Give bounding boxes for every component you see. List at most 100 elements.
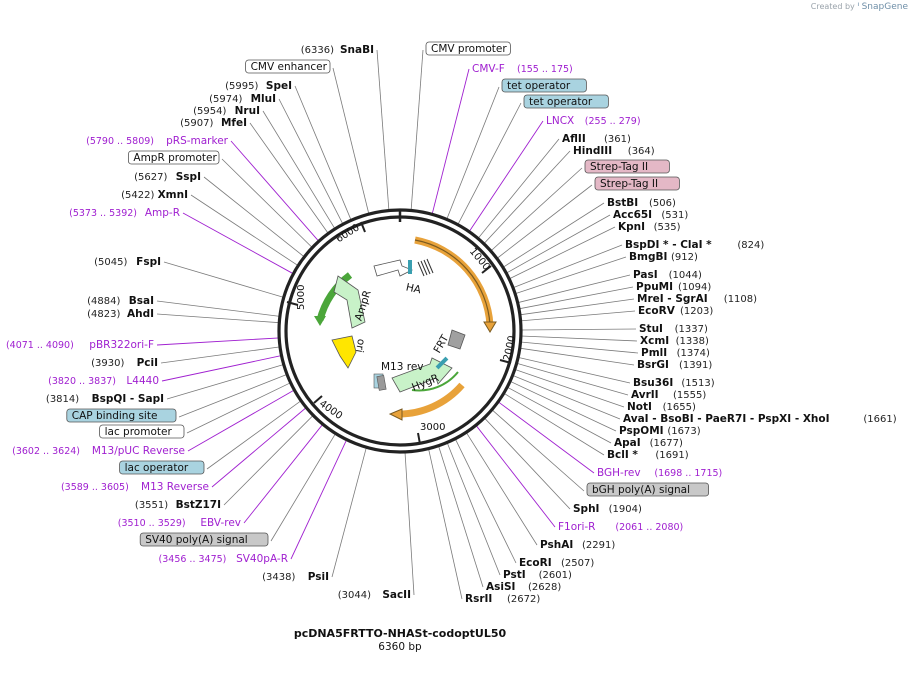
site-label-right-33: PshAI(2291) [540, 539, 615, 551]
site-label-right-17: EcoRV(1203) [638, 305, 713, 317]
leader-line [160, 346, 281, 364]
leader-line [490, 167, 583, 252]
primer-name: Amp-R [145, 207, 180, 219]
site-position: (1044) [669, 270, 702, 281]
primer-label-right-29: BGH-rev(1698 .. 1715) [597, 467, 722, 479]
frt-feature [447, 329, 466, 350]
primer-name: SV40pA-R [236, 553, 288, 565]
site-label-left-23: BstZ17I (3551) [135, 499, 221, 511]
site-position: (3551) [135, 500, 168, 511]
feature-label-box [245, 59, 331, 74]
tick-label-4000: 4000 [317, 398, 344, 422]
site-label-right-9: BstBI(506) [607, 197, 676, 209]
site-name: PsiI [308, 571, 329, 583]
leader-line [178, 374, 288, 418]
site-label-left-9: XmnI(5422) [121, 189, 188, 201]
primer-range: (3820 .. 3837) [48, 376, 116, 387]
hygr-orf-arc [397, 382, 465, 418]
site-name: KpnI [618, 221, 645, 233]
primer-range: (3510 .. 3529) [118, 518, 186, 529]
site-position: (1094) [678, 282, 711, 293]
leader-line [514, 369, 625, 408]
site-label-right-10: Acc65I(531) [613, 209, 688, 221]
site-name: PciI [137, 357, 158, 369]
site-position: (1691) [655, 450, 688, 461]
site-label-right-24: NotI(1655) [627, 401, 696, 413]
leader-line [243, 423, 324, 524]
site-name: RsrII [465, 593, 492, 605]
primer-label-left-10: Amp-R(5373 .. 5392) [69, 207, 180, 219]
feature-label-box [66, 408, 177, 423]
feature-label-box [594, 176, 680, 191]
leader-line [457, 102, 522, 225]
leader-line [514, 256, 627, 295]
primer-range: (3589 .. 3605) [61, 482, 129, 493]
site-position: (912) [671, 252, 698, 263]
snapgene-logo-icon: ᑊ [857, 2, 860, 12]
leader-line [270, 433, 336, 542]
site-position: (5045) [94, 257, 127, 268]
site-name: PasI [633, 269, 658, 281]
site-position: (5995) [225, 81, 258, 92]
site-label-right-16: MreI - SgrAI(1108) [637, 293, 757, 305]
primer-range: (4071 .. 4090) [6, 340, 74, 351]
site-name: SpeI [266, 80, 292, 92]
site-label-left-11: FspI(5045) [94, 256, 161, 268]
site-position: (4823) [87, 309, 120, 320]
leader-line [223, 415, 314, 506]
leader-line [161, 355, 282, 382]
leader-line [182, 212, 294, 275]
site-name: BstZ17I [176, 499, 221, 511]
feature-label-box [523, 94, 609, 109]
site-label-right-12: BspDI * - ClaI *(824) [625, 239, 764, 251]
site-name: ApaI [614, 437, 641, 449]
leader-line [519, 347, 635, 366]
site-label-right-14: PasI (1044) [633, 269, 702, 281]
leader-line [465, 432, 538, 546]
strep-tag-marks [417, 258, 434, 277]
site-position: (1661) [863, 414, 896, 425]
site-name: HindIII [573, 145, 612, 157]
primer-range: (2061 .. 2080) [615, 522, 683, 533]
primer-label-right-4: LNCX(255 .. 279) [546, 115, 641, 127]
primer-range: (1698 .. 1715) [654, 468, 722, 479]
leader-line [518, 357, 631, 384]
site-name: BspQI - SapI [92, 393, 164, 405]
ampr-arc-arrow-head [314, 316, 326, 326]
feature-label-right-7: Strep-Tag II [584, 159, 670, 174]
site-label-right-35: PstI(2601) [503, 569, 572, 581]
site-label-right-28: BclI *(1691) [607, 449, 689, 461]
credit-prefix: Created by [810, 2, 855, 11]
site-position: (1655) [663, 402, 696, 413]
ampr-orf-arc [316, 272, 353, 321]
site-name: Bsu36I [633, 377, 673, 389]
site-label-left-5: MfeI(5907) [180, 117, 247, 129]
primer-name: pRS-marker [166, 135, 229, 147]
site-name: StuI [639, 323, 663, 335]
primer-name: pBR322ori-F [89, 339, 154, 351]
site-label-left-12: BsaI(4884) [87, 295, 154, 307]
ori-feature [331, 335, 357, 369]
site-label-left-4: NruI(5954) [193, 105, 260, 117]
ampr-feature [333, 275, 366, 329]
site-name: NruI [235, 105, 260, 117]
site-label-right-27: ApaI(1677) [614, 437, 683, 449]
primer-label-left-26: SV40pA-R(3456 .. 3475) [159, 553, 288, 565]
leader-line [520, 328, 637, 331]
site-name: SnaBI [340, 44, 374, 56]
site-label-left-15: PciI(3930) [91, 357, 158, 369]
site-name: BmgBI [629, 251, 667, 263]
site-name: BspDI * - ClaI * [625, 239, 712, 251]
site-position: (1513) [681, 378, 714, 389]
leader-line [446, 442, 501, 576]
site-name: Acc65I [613, 209, 652, 221]
leader-line [190, 194, 299, 267]
site-label-left-2: SpeI (5995) [225, 80, 292, 92]
feature-label-text: SV40 poly(A) signal [145, 534, 248, 546]
primer-label-left-22: M13 Reverse(3589 .. 3605) [61, 481, 209, 493]
site-label-right-25: AvaI - BsoBI - PaeR7I - PspXI - XhoI(166… [623, 413, 897, 425]
site-position: (361) [604, 134, 631, 145]
site-position: (1904) [609, 504, 642, 515]
plasmid-name: pcDNA5FRTTO-NHASt-codoptUL50 [294, 627, 507, 640]
